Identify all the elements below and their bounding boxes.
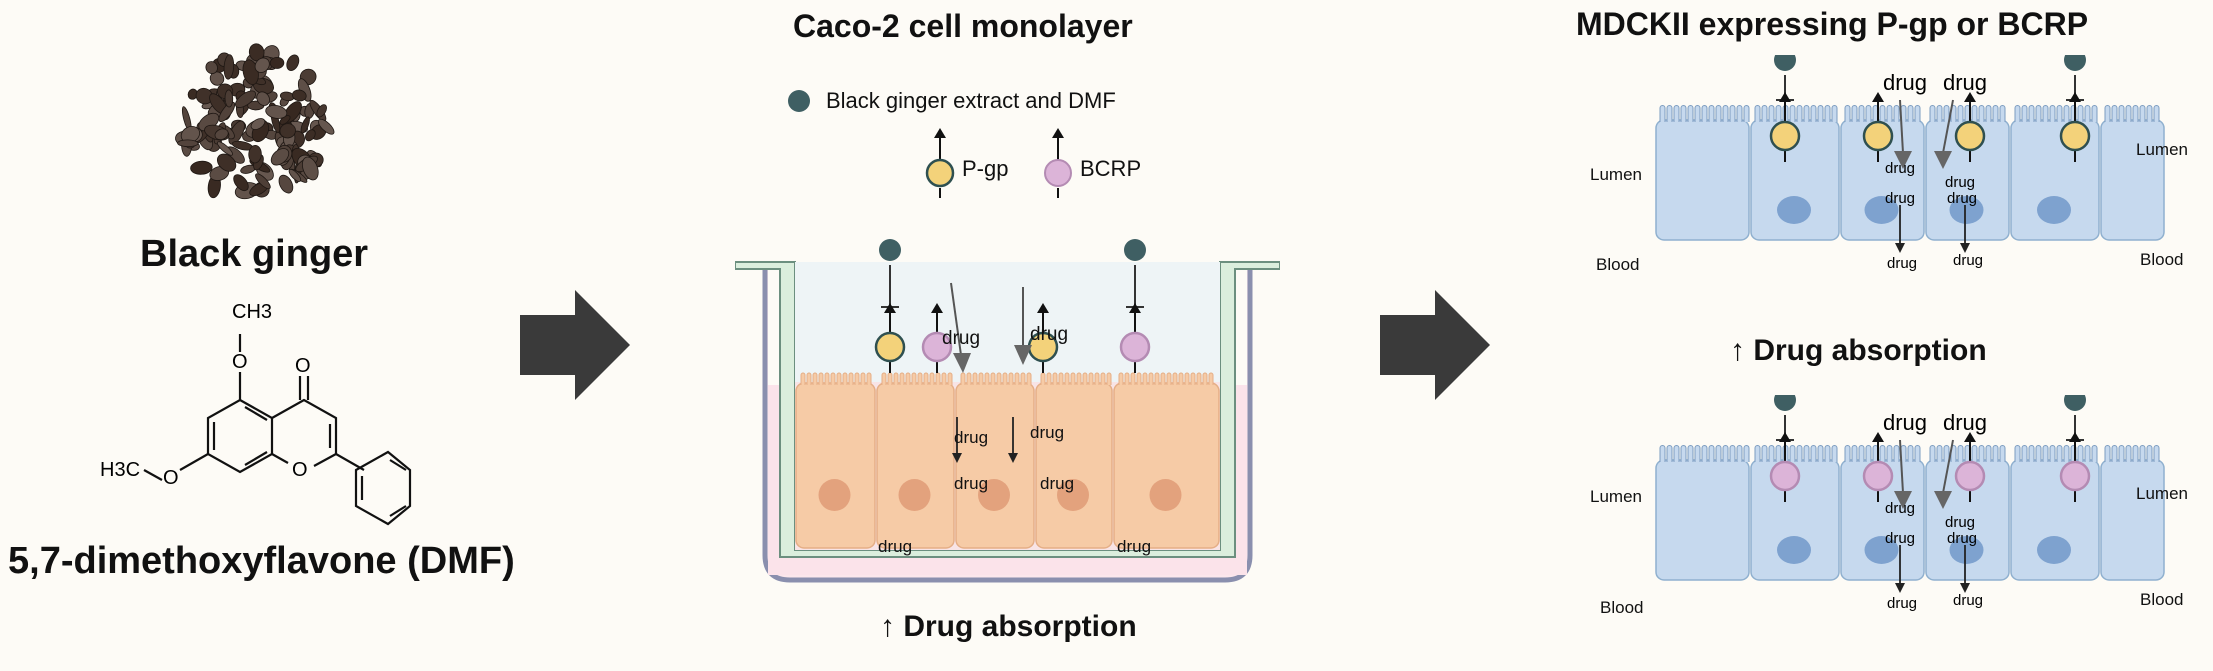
bcrp-transporter [1769, 460, 1801, 492]
drug-label: drug [942, 328, 981, 349]
methyl-top-label: CH3 [232, 301, 272, 323]
bcrp-transporter [921, 331, 953, 363]
inhibitor-dot [2064, 395, 2086, 411]
mdck-result: ↑ Drug absorption [1730, 334, 1987, 367]
blood-label-top-left: Blood [1596, 255, 1640, 274]
mdck-cell [2100, 459, 2165, 581]
ring-o-label: O [292, 459, 308, 481]
drug-label: drug [1943, 70, 1987, 95]
pgp-transporter [2059, 120, 2091, 152]
caco2-cell [1035, 382, 1113, 549]
blood-label-bottom-right: Blood [2140, 590, 2184, 609]
inhibitor-legend-icon [788, 90, 810, 112]
caco2-result: ↑ Drug absorption [880, 610, 1137, 643]
cell-nucleus [1777, 536, 1811, 564]
pgp-transporter [874, 331, 906, 363]
dmf-structure: O CH3 O O O H3C [100, 301, 412, 526]
pgp-transporter [1954, 120, 1986, 152]
bcrp-transporter [2059, 460, 2091, 492]
drug-label: drug [954, 474, 989, 493]
lumen-label-top-left: Lumen [1590, 165, 1642, 184]
bcrp-legend-label: BCRP [1080, 156, 1142, 181]
cell-nucleus [818, 479, 851, 511]
lumen-label-bottom-left: Lumen [1590, 487, 1642, 506]
ether-o-top: O [232, 351, 248, 373]
carbonyl-o-label: O [295, 355, 311, 377]
dmf-label: 5,7-dimethoxyflavone (DMF) [8, 540, 515, 582]
mdck-title: MDCKII expressing P-gp or BCRP [1576, 6, 2089, 42]
inhibitor-legend-label: Black ginger extract and DMF [826, 88, 1116, 113]
black-ginger-label: Black ginger [140, 233, 369, 275]
cell-nucleus [1864, 536, 1899, 564]
bcrp-transporter [1954, 460, 1986, 492]
blood-label-bottom-left: Blood [1600, 598, 1644, 617]
inhibitor-dot [2064, 55, 2086, 71]
drug-label: drug [1947, 530, 1977, 547]
drug-label: drug [1943, 410, 1987, 435]
ether-o-left: O [163, 467, 179, 489]
drug-label: drug [1887, 255, 1917, 272]
drug-label: drug [1885, 500, 1915, 517]
bcrp-transporter [1862, 460, 1894, 492]
mdck-cell [1655, 119, 1750, 241]
drug-label: drug [878, 537, 913, 556]
cell-nucleus [1057, 479, 1089, 511]
mdck-cell [2100, 119, 2165, 241]
caco2-cell [955, 382, 1035, 549]
inhibitor-dot [1774, 395, 1796, 411]
cell-nucleus [1777, 196, 1811, 224]
lumen-label-top-right: Lumen [2136, 140, 2188, 159]
drug-label: drug [1030, 324, 1069, 345]
caco2-cell [795, 382, 876, 549]
cell-nucleus [1864, 196, 1899, 224]
drug-label: drug [1885, 160, 1915, 177]
caco2-title: Caco-2 cell monolayer [793, 8, 1133, 44]
flow-arrow-2 [1380, 290, 1490, 400]
transwell-diagram [735, 239, 1280, 583]
lumen-label-bottom-right: Lumen [2136, 484, 2188, 503]
drug-label: drug [1117, 537, 1152, 556]
drug-label: drug [1883, 410, 1927, 435]
cell-nucleus [1949, 196, 1984, 224]
drug-label: drug [1945, 174, 1975, 191]
black-ginger-image [175, 43, 335, 200]
drug-label: drug [1885, 530, 1915, 547]
blood-label-top-right: Blood [2140, 250, 2184, 269]
methoxy-left-label: H3C [100, 459, 140, 481]
inhibitor-dot [1774, 55, 1796, 71]
flow-arrow-1 [520, 290, 630, 400]
pgp-transporter [1769, 120, 1801, 152]
pgp-legend-label: P-gp [962, 156, 1009, 181]
cell-nucleus [1949, 536, 1984, 564]
mdck-cell [1655, 459, 1750, 581]
drug-label: drug [1953, 252, 1983, 269]
drug-label: drug [1885, 190, 1915, 207]
bcrp-legend-icon [1044, 128, 1072, 198]
drug-label: drug [1887, 595, 1917, 612]
pgp-transporter [1862, 120, 1894, 152]
pgp-legend-icon [925, 128, 955, 198]
drug-label: drug [1883, 70, 1927, 95]
cell-nucleus [978, 479, 1010, 511]
cell-nucleus [1149, 479, 1182, 511]
caco2-cell [876, 382, 955, 549]
drug-label: drug [1945, 514, 1975, 531]
drug-label: drug [1953, 592, 1983, 609]
cell-nucleus [2037, 536, 2071, 564]
drug-label: drug [1030, 423, 1065, 442]
drug-label: drug [1040, 474, 1075, 493]
drug-label: drug [1947, 190, 1977, 207]
bcrp-transporter [1119, 331, 1151, 363]
drug-label: drug [954, 428, 989, 447]
cell-nucleus [898, 479, 931, 511]
caco2-cell [1113, 382, 1220, 549]
cell-nucleus [2037, 196, 2071, 224]
